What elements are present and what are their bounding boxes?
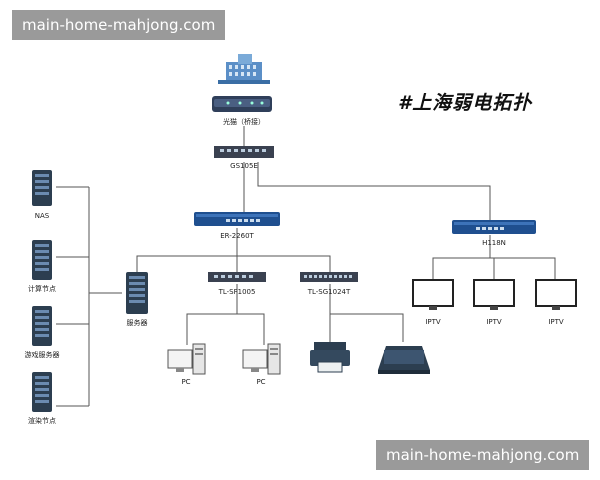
iptv-1-label: IPTV [425,318,441,326]
server-label: 服务器 [127,318,148,327]
game-server-icon [32,306,52,346]
iptv-1-icon [412,279,454,310]
watermark-top: main-home-mahjong.com [12,10,226,40]
scanner-icon [378,346,430,374]
compute-node-server-icon [32,240,52,280]
game-server-label: 游戏服务器 [25,350,60,359]
modem-icon [212,96,272,112]
iptv-2-label: IPTV [486,318,502,326]
h118n-router-icon [452,220,536,234]
render-node-label: 渲染节点 [28,416,56,425]
pc-1-label: PC [181,378,190,386]
pc-1-icon [167,343,206,375]
diagram-heading: #上海弱电拓扑 [398,92,533,114]
compute-node-label: 计算节点 [28,284,56,293]
nas-label: NAS [35,212,50,220]
h118n-label: H118N [482,239,506,247]
iptv-3-label: IPTV [548,318,564,326]
iptv-3-icon [535,279,577,310]
gs105e-switch-icon [214,146,274,158]
printer-icon [310,342,350,373]
pc-2-icon [242,343,281,375]
tl-sf1005-switch-icon [208,272,266,282]
connection-lines [56,126,556,407]
modem-label: 光猫（桥接） [223,117,265,126]
server-icon [126,272,148,314]
watermark-bottom: main-home-mahjong.com [376,440,590,470]
nas-server-icon [32,170,52,206]
render-node-server-icon [32,372,52,412]
tl-sf1005-label: TL-SF1005 [218,288,256,296]
pc-2-label: PC [256,378,265,386]
er2260t-label: ER-2260T [220,232,254,240]
tl-sg1024t-label: TL-SG1024T [307,288,351,296]
tl-sg1024t-switch-icon [300,272,358,282]
building-icon [218,54,270,84]
iptv-2-icon [473,279,515,310]
er2260t-router-icon [194,212,280,226]
gs105e-label: GS105E [230,162,258,170]
